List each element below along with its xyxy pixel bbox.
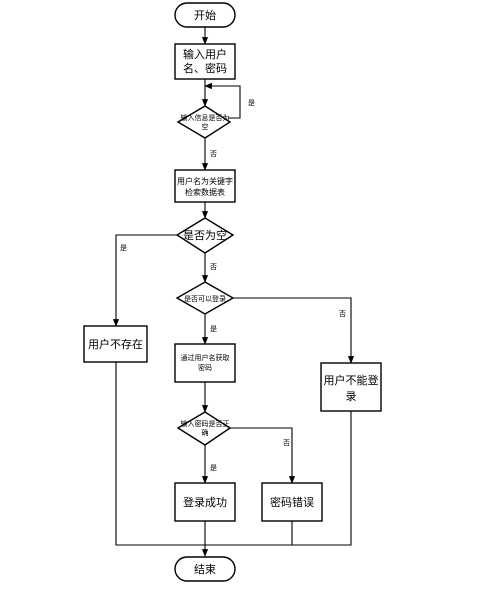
node-search-table-text-2: 检索数据表 — [185, 187, 225, 197]
node-password-error-text: 密码错误 — [270, 495, 314, 509]
node-cannot-login-text-1: 用户不能登 — [324, 373, 379, 387]
node-get-password: 通过用户名获取 密码 — [174, 343, 236, 383]
edge-isempty-notexist-yes — [112, 234, 177, 327]
node-input-text-2: 名、密码 — [183, 61, 227, 75]
node-user-not-exist: 用户不存在 — [83, 325, 148, 363]
node-password-correct: 输入密码是否正 确 — [176, 411, 232, 446]
label-empty-no: 否 — [210, 263, 217, 271]
label-can-yes: 是 — [210, 325, 217, 333]
node-cannot-login-text-2: 录 — [346, 390, 357, 403]
node-end: 结束 — [174, 556, 236, 582]
node-password-correct-text-1: 输入密码是否正 — [181, 419, 230, 428]
node-user-not-exist-text: 用户不存在 — [88, 337, 143, 351]
node-is-empty: 是否为空 — [175, 217, 235, 254]
node-is-empty-text: 是否为空 — [183, 228, 227, 242]
node-input: 输入用户 名、密码 — [174, 43, 236, 80]
node-get-password-text-1: 通过用户名获取 — [181, 353, 230, 362]
node-search-table: 用户名为关键字 检索数据表 — [174, 169, 236, 203]
node-start: 开始 — [174, 2, 236, 28]
edge-check-loop-yes — [204, 82, 241, 119]
label-empty-yes: 是 — [120, 244, 127, 252]
label-pwd-yes: 是 — [210, 464, 217, 472]
node-check-input-empty-text-2: 空 — [202, 122, 209, 131]
node-get-password-text-2: 密码 — [198, 363, 212, 372]
node-password-error: 密码错误 — [261, 482, 323, 522]
node-check-input-empty: 输入信息是否为 空 — [176, 105, 232, 139]
edge-pwdcheck-error-no — [230, 427, 296, 484]
node-can-login: 是否可以登录 — [175, 281, 235, 315]
label-loop-yes: 是 — [248, 99, 255, 107]
label-can-no: 否 — [339, 310, 346, 318]
node-login-success: 登录成功 — [174, 482, 236, 522]
node-input-text-1: 输入用户 — [183, 47, 227, 61]
node-end-text: 结束 — [194, 563, 216, 576]
label-pwd-no: 否 — [283, 439, 290, 447]
node-can-login-text: 是否可以登录 — [184, 294, 226, 303]
edge-notexist-bottom — [115, 362, 352, 546]
node-login-success-text: 登录成功 — [183, 495, 227, 509]
edge-labels: 是 否 是 否 否 是 否 是 — [120, 99, 346, 472]
edge-canlogin-cannot-no — [233, 297, 355, 364]
edges — [112, 27, 355, 557]
node-start-text: 开始 — [194, 8, 216, 22]
node-cannot-login: 用户不能登 录 — [320, 362, 382, 412]
node-password-correct-text-2: 确 — [202, 428, 209, 437]
label-first-no: 否 — [210, 150, 217, 158]
node-check-input-empty-text-1: 输入信息是否为 — [181, 113, 230, 122]
node-search-table-text-1: 用户名为关键字 — [177, 176, 233, 186]
